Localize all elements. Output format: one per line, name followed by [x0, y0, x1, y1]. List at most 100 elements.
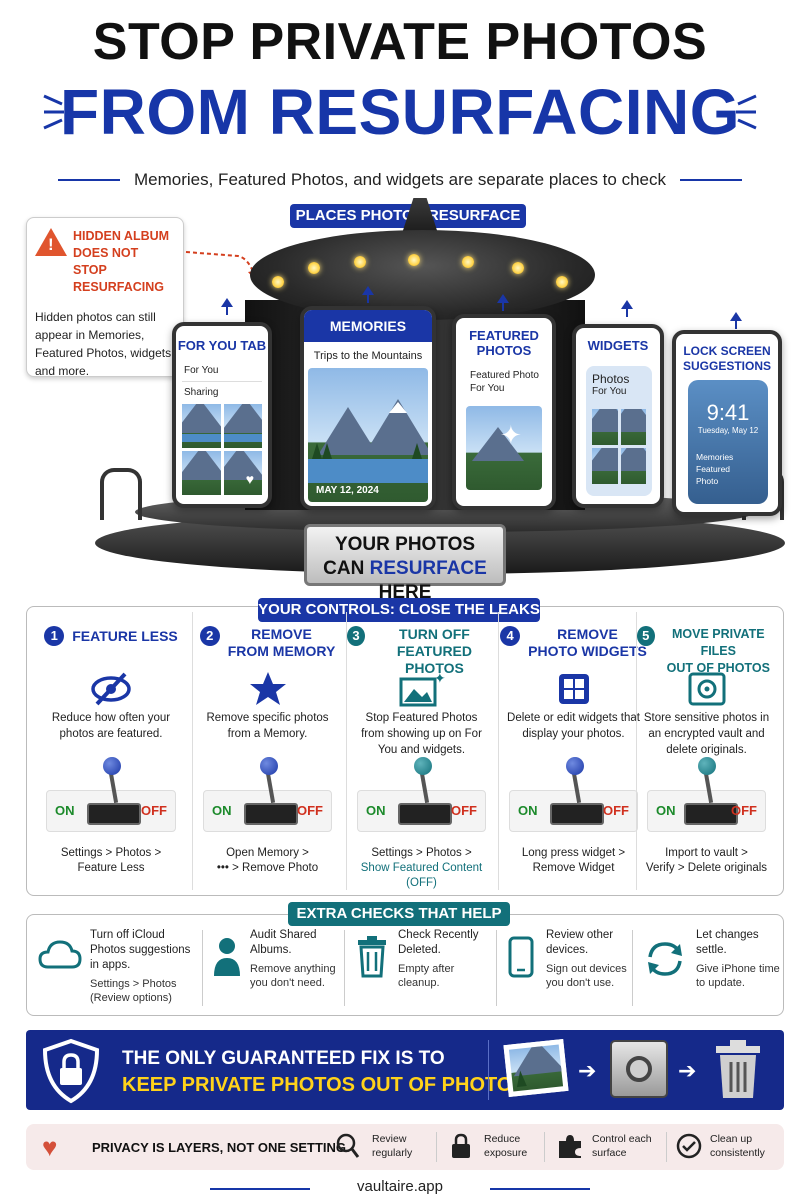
hidden-album-warning: ! HIDDEN ALBUM DOES NOT STOP RESURFACING…: [26, 217, 184, 378]
control-description: Store sensitive photos in an encrypted v…: [643, 712, 770, 756]
featured-photo: ✦: [466, 406, 542, 490]
toggle-off-label: OFF: [141, 803, 167, 818]
rail-left: [100, 468, 142, 520]
light-bulb: [308, 262, 320, 274]
toggle-on-label: ON: [212, 803, 232, 818]
control-toggle[interactable]: ON OFF: [509, 757, 638, 832]
burst-left-icon: [40, 90, 70, 140]
control-heading-1: FEATURE LESS: [72, 627, 178, 644]
carousel-canopy: [250, 230, 595, 320]
svg-text:✦: ✦: [434, 671, 446, 686]
extra-check-shared-albums: Audit Shared Albums. Remove anything you…: [250, 928, 342, 1008]
control-path-2: Show Featured Content: [360, 862, 483, 874]
control-description: Remove specific photos from a Memory.: [206, 712, 329, 740]
control-toggle[interactable]: ON OFF: [46, 757, 176, 832]
extra-check-let-settle: Let changes settle. Give iPhone time to …: [696, 928, 780, 1008]
phone-device-icon: [508, 936, 534, 983]
star-icon: [193, 672, 342, 706]
toggle-knob: [698, 757, 716, 775]
footer-item-line-2: surface: [592, 1147, 627, 1159]
controls-label: YOUR CONTROLS: CLOSE THE LEAKS: [258, 598, 540, 622]
photo-thumb: [620, 448, 646, 484]
phone-widgets: WIDGETS Photos For You: [572, 324, 664, 508]
memories-photo: MAY 12, 2024: [308, 368, 428, 502]
lock-screen-display: 9:41 Tuesday, May 12 Memories Featured P…: [688, 380, 768, 504]
url-rule-right: [490, 1188, 590, 1190]
toggle-slot: [87, 803, 141, 825]
url-rule-left: [210, 1188, 310, 1190]
extra-check-icloud: Turn off iCloud Photos suggestions in ap…: [90, 928, 200, 1008]
control-number: 3: [347, 626, 365, 646]
lock-line-2: Featured: [696, 464, 731, 474]
vault-icon: [637, 672, 776, 706]
widgets-line-2: For You: [592, 386, 627, 397]
photo-thumb: [592, 409, 618, 445]
sparkle-icon: ✦: [500, 420, 522, 450]
control-path-1: Settings > Photos >: [371, 847, 472, 859]
extra-check-detail: Sign out devices you don't use.: [546, 963, 627, 989]
light-bulb: [354, 256, 366, 268]
footer-url[interactable]: vaultaire.app: [357, 1178, 443, 1195]
guaranteed-fix-banner: THE ONLY GUARANTEED FIX IS TO KEEP PRIVA…: [26, 1030, 784, 1110]
heart-icon: ♥: [245, 471, 254, 487]
warning-body: Hidden photos can still appear in Memori…: [35, 310, 175, 378]
memories-date: MAY 12, 2024: [316, 485, 379, 496]
control-path-2: Feature Less: [77, 862, 145, 874]
phone-featured: FEATURED PHOTOS Featured Photo For You ✦: [452, 314, 556, 510]
control-heading-2: FROM MEMORY: [227, 643, 336, 659]
toggle-slot: [398, 803, 452, 825]
lock-icon: [450, 1132, 472, 1165]
photo-thumb: [223, 404, 262, 448]
footer-item-review: Review regularly: [372, 1132, 412, 1160]
safe-icon: [610, 1040, 668, 1098]
warning-title-3: STOP RESURFACING: [73, 263, 164, 294]
control-toggle[interactable]: ON OFF: [203, 757, 332, 832]
light-bulb: [408, 254, 420, 266]
eye-slash-icon: [36, 672, 186, 706]
extra-check-detail: Remove anything you don't need.: [250, 963, 336, 989]
light-bulb: [556, 276, 568, 288]
control-feature-less: 1 FEATURE LESS Reduce how often your pho…: [36, 612, 186, 890]
extra-check-title: Review other devices.: [546, 929, 614, 956]
control-toggle[interactable]: ON OFF: [647, 757, 766, 832]
lock-line-3: Photo: [696, 476, 719, 486]
footer-item-line-1: Reduce: [484, 1133, 521, 1145]
extra-check-title: Let changes settle.: [696, 929, 759, 956]
toggle-on-label: ON: [518, 803, 538, 818]
control-toggle[interactable]: ON OFF: [357, 757, 486, 832]
toggle-knob: [414, 757, 432, 775]
footer-item-line-2: exposure: [484, 1147, 528, 1159]
toggle-off-label: OFF: [451, 803, 477, 818]
featured-line-1: Featured Photo: [470, 370, 539, 381]
heart-icon: ♥: [42, 1132, 58, 1162]
extra-check-detail: Settings > Photos (Review options): [90, 978, 177, 1004]
control-path-2: Remove Widget: [532, 862, 615, 874]
toggle-slot: [684, 803, 738, 825]
image-sparkle-icon: ✦: [347, 671, 496, 707]
up-arrow-icon: [730, 312, 742, 329]
plaque-line-2c: HERE: [378, 582, 432, 603]
trash-icon: [714, 1040, 762, 1105]
memories-title: MEMORIES: [304, 310, 432, 342]
up-arrow-icon: [621, 300, 633, 317]
photo-thumb: [182, 404, 221, 448]
control-number: 2: [199, 626, 220, 646]
plaque-line-1: YOUR PHOTOS: [334, 534, 476, 555]
extra-check-detail: Empty after cleanup.: [398, 963, 455, 989]
title-line-1: STOP PRIVATE PHOTOS: [92, 13, 708, 71]
extra-checks-label: EXTRA CHECKS THAT HELP: [288, 902, 510, 926]
control-path-2: ••• > Remove Photo: [216, 862, 319, 874]
extra-check-title: Check Recently Deleted.: [398, 929, 479, 956]
warning-title-2: DOES NOT: [73, 246, 139, 260]
photo-thumb: [592, 448, 618, 484]
title-line-2: FROM RESURFACING: [60, 76, 740, 148]
featured-line-2: For You: [470, 383, 505, 394]
featured-title-2: PHOTOS: [476, 343, 532, 358]
control-path-2: Verify > Delete originals: [645, 862, 768, 874]
control-description: Reduce how often your photos are feature…: [51, 712, 171, 740]
toggle-knob: [566, 757, 584, 775]
